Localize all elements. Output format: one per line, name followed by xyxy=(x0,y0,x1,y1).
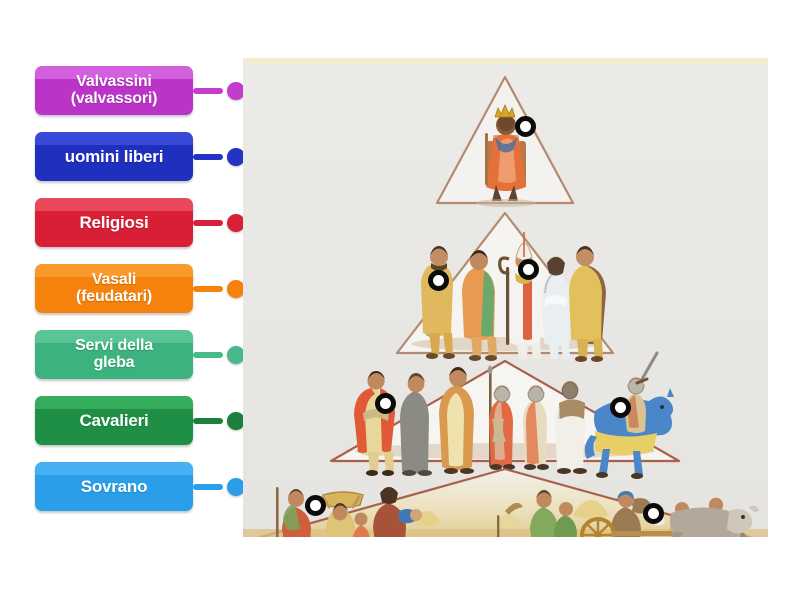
label-chip-text: Servi della gleba xyxy=(75,336,153,371)
figure-plough-oxen xyxy=(554,502,759,537)
figure-soldier-pike xyxy=(487,365,515,470)
label-chip-text: uomini liberi xyxy=(64,146,164,166)
drop-target-marker-4[interactable] xyxy=(375,393,396,414)
drop-target-marker-3[interactable] xyxy=(428,270,449,291)
drop-target-marker-5[interactable] xyxy=(610,397,631,418)
label-connector-cavalieri xyxy=(193,411,245,430)
label-chip-religiosi[interactable]: Religiosi xyxy=(35,198,193,247)
label-row-religiosi: Religiosi xyxy=(35,198,245,247)
label-chip-sovrano[interactable]: Sovrano xyxy=(35,462,193,511)
figure-mother-child xyxy=(352,487,422,537)
label-chip-text: Religiosi xyxy=(79,212,149,232)
drop-target-marker-7[interactable] xyxy=(643,503,664,524)
figure-soldier-shield xyxy=(523,385,549,470)
label-connector-valvassini xyxy=(193,81,245,100)
drop-target-marker-1[interactable] xyxy=(515,116,536,137)
label-chip-text: Sovrano xyxy=(80,476,148,496)
figure-monk-grey xyxy=(400,373,432,476)
figure-friar-yellow xyxy=(439,367,474,474)
feudal-pyramid-illustration xyxy=(243,63,768,537)
label-chip-text: Valvassini (valvassori) xyxy=(70,72,158,107)
label-chip-text: Vasali (feudatari) xyxy=(75,270,153,305)
label-row-vasali-feudatari: Vasali (feudatari) xyxy=(35,264,245,313)
label-chip-uomini-liberi[interactable]: uomini liberi xyxy=(35,132,193,181)
tier-2-nobles xyxy=(395,211,615,362)
label-connector-sovrano xyxy=(193,477,245,496)
label-connector-religiosi xyxy=(193,213,245,232)
label-chip-text: Cavalieri xyxy=(79,410,149,430)
drop-target-marker-2[interactable] xyxy=(518,259,539,280)
label-chip-cavalieri[interactable]: Cavalieri xyxy=(35,396,193,445)
label-row-servi-della-gleba: Servi della gleba xyxy=(35,330,245,379)
figure-soldier-white xyxy=(555,381,587,474)
label-row-sovrano: Sovrano xyxy=(35,462,245,511)
label-connector-vasali-feudatari xyxy=(193,279,245,298)
connector-stick xyxy=(193,219,223,226)
label-connector-servi-della-gleba xyxy=(193,345,245,364)
label-chip-valvassini[interactable]: Valvassini (valvassori) xyxy=(35,66,193,115)
connector-stick xyxy=(193,87,223,94)
connector-stick xyxy=(193,483,223,490)
figure-peasant-staff xyxy=(276,487,311,537)
illustration-paper xyxy=(243,63,768,537)
connector-stick xyxy=(193,351,223,358)
figure-peasant-basket xyxy=(321,491,364,537)
label-chip-vasali-feudatari[interactable]: Vasali (feudatari) xyxy=(35,264,193,313)
diagram-image-panel xyxy=(243,58,768,537)
label-chip-servi-della-gleba[interactable]: Servi della gleba xyxy=(35,330,193,379)
image-top-strip xyxy=(243,58,768,63)
connector-stick xyxy=(193,285,223,292)
label-row-uomini-liberi: uomini liberi xyxy=(35,132,245,181)
figure-noble-yellow xyxy=(569,246,606,362)
figure-peasant-scythe xyxy=(497,490,558,537)
connector-stick xyxy=(193,153,223,160)
drop-target-marker-6[interactable] xyxy=(305,495,326,516)
tier-3-knights xyxy=(329,351,681,479)
figure-clergy-white xyxy=(542,256,571,359)
tier-4-peasants xyxy=(243,467,768,537)
label-row-cavalieri: Cavalieri xyxy=(35,396,245,445)
label-connector-uomini-liberi xyxy=(193,147,245,166)
figure-noble-green xyxy=(462,250,497,361)
label-row-valvassini: Valvassini (valvassori) xyxy=(35,66,245,115)
connector-stick xyxy=(193,417,223,424)
tier-1-king xyxy=(435,75,575,207)
